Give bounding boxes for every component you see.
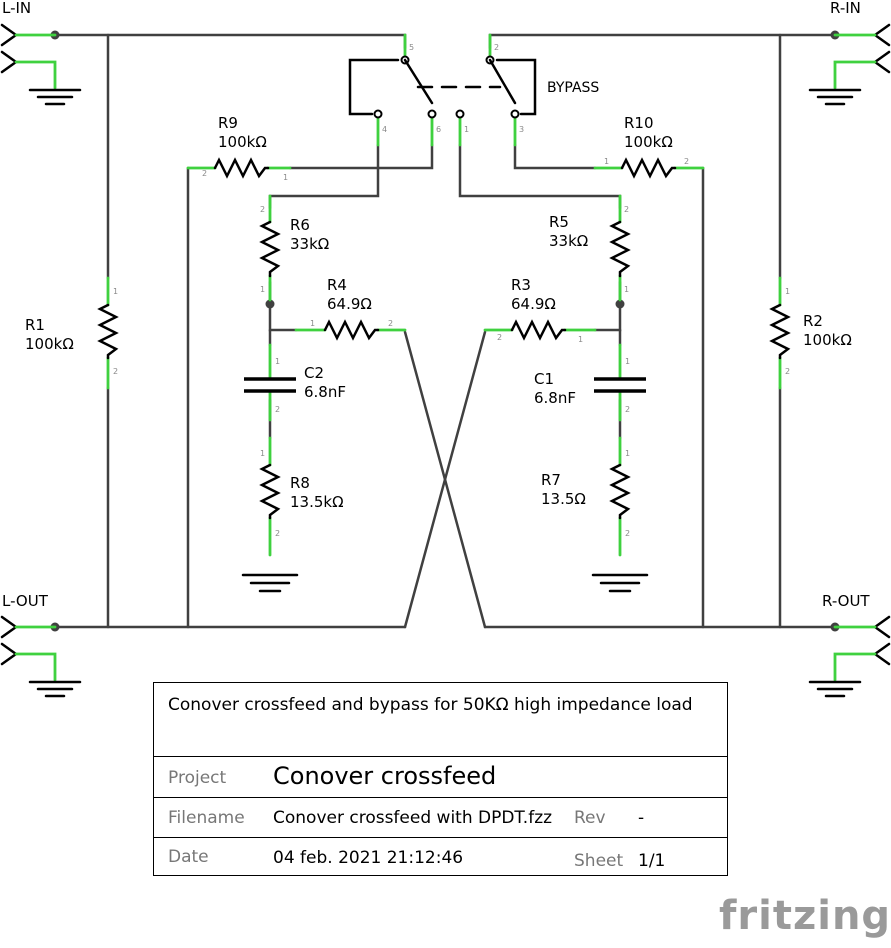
resistor-r2 (769, 276, 791, 390)
sheet-label: Sheet (574, 851, 624, 871)
c2-value: 6.8nF (304, 383, 346, 401)
date-value: 04 feb. 2021 21:12:46 (273, 848, 464, 868)
connector-r-in (808, 23, 891, 106)
resistor-r9 (186, 157, 292, 179)
title-block: Conover crossfeed and bypass for 50KΩ hi… (153, 682, 728, 876)
filename-value: Conover crossfeed with DPDT.fzz (273, 808, 553, 828)
resistor-r4 (294, 319, 407, 341)
c1-pin-2: 2 (625, 405, 630, 414)
switch-pin-2: 2 (494, 43, 499, 52)
c2-pin-2: 2 (275, 405, 280, 414)
project-name: Conover crossfeed (273, 762, 497, 790)
r7-name: R7 (541, 471, 561, 489)
connector-l-out (0, 615, 82, 698)
r5-pin-2: 2 (624, 205, 629, 214)
r2-pin-2: 2 (785, 367, 790, 376)
r10-pin-1: 1 (604, 157, 609, 166)
filename-label: Filename (168, 808, 245, 828)
l-out-label: L-OUT (2, 592, 49, 610)
r10-value: 100kΩ (624, 133, 673, 151)
r9-pin-1: 1 (283, 173, 288, 182)
r7-value: 13.5Ω (541, 490, 586, 508)
r4-value: 64.9Ω (327, 295, 372, 313)
r2-pin-1: 1 (785, 287, 790, 296)
r4-pin-2: 2 (388, 319, 393, 328)
c1-pin-1: 1 (625, 357, 630, 366)
resistor-r5 (609, 194, 631, 302)
schematic-description: Conover crossfeed and bypass for 50KΩ hi… (168, 695, 693, 715)
date-label: Date (168, 847, 209, 867)
r9-pin-2: 2 (202, 169, 207, 178)
switch-pin-4: 4 (382, 125, 387, 134)
c1-name: C1 (534, 370, 554, 388)
junction-dots (50, 30, 840, 632)
ground-right (591, 573, 649, 593)
fritzing-logo: fritzing (719, 893, 891, 939)
sheet-value: 1/1 (638, 851, 666, 871)
bypass-switch (348, 33, 537, 147)
r7-pin-1: 1 (625, 449, 630, 458)
switch-pin-1: 1 (464, 125, 469, 134)
rev-value: - (638, 808, 645, 828)
title-divider (154, 837, 727, 838)
r8-name: R8 (290, 474, 310, 492)
r-out-label: R-OUT (822, 592, 870, 610)
resistor-r8 (259, 436, 281, 557)
project-label: Project (168, 768, 227, 788)
wires (53, 33, 837, 629)
resistor-r6 (259, 194, 281, 302)
r1-name: R1 (25, 316, 45, 334)
r3-pin-1: 1 (578, 335, 583, 344)
r1-value: 100kΩ (25, 335, 74, 353)
resistor-r1 (97, 276, 119, 390)
c2-name: C2 (304, 364, 324, 382)
r4-name: R4 (327, 276, 347, 294)
r7-pin-2: 2 (625, 529, 630, 538)
connector-r-out (808, 615, 891, 698)
switch-pin-6: 6 (436, 125, 441, 134)
r1-pin-1: 1 (113, 287, 118, 296)
resistor-r7 (609, 436, 631, 557)
title-divider (154, 797, 727, 798)
r6-name: R6 (290, 216, 310, 234)
c2-pin-1: 1 (275, 357, 280, 366)
r6-value: 33kΩ (290, 235, 329, 253)
r8-value: 13.5kΩ (290, 493, 344, 511)
r9-value: 100kΩ (218, 133, 267, 151)
r6-pin-1: 1 (260, 285, 265, 294)
r5-value: 33kΩ (549, 232, 588, 250)
c1-value: 6.8nF (534, 389, 576, 407)
resistor-r10 (593, 157, 705, 179)
r2-value: 100kΩ (803, 331, 852, 349)
r10-pin-2: 2 (684, 157, 689, 166)
rev-label: Rev (574, 808, 606, 828)
r1-pin-2: 2 (113, 367, 118, 376)
r-in-label: R-IN (830, 0, 861, 17)
r5-pin-1: 1 (624, 285, 629, 294)
r3-value: 64.9Ω (511, 295, 556, 313)
r3-pin-2: 2 (497, 333, 502, 342)
r3-name: R3 (511, 276, 531, 294)
capacitor-c2 (244, 343, 296, 422)
switch-label: BYPASS (547, 80, 599, 96)
r8-pin-1: 1 (260, 449, 265, 458)
connector-l-in (0, 23, 82, 106)
resistor-r3 (483, 319, 597, 341)
r9-name: R9 (218, 114, 238, 132)
switch-pin-3: 3 (519, 125, 524, 134)
r4-pin-1: 1 (310, 319, 315, 328)
title-divider (154, 756, 727, 757)
l-in-label: L-IN (2, 0, 31, 17)
capacitor-c1 (594, 343, 646, 422)
r5-name: R5 (549, 213, 569, 231)
r10-name: R10 (624, 114, 654, 132)
r6-pin-2: 2 (260, 205, 265, 214)
r8-pin-2: 2 (275, 529, 280, 538)
r2-name: R2 (803, 312, 823, 330)
switch-pin-5: 5 (409, 43, 414, 52)
ground-left (241, 573, 299, 593)
